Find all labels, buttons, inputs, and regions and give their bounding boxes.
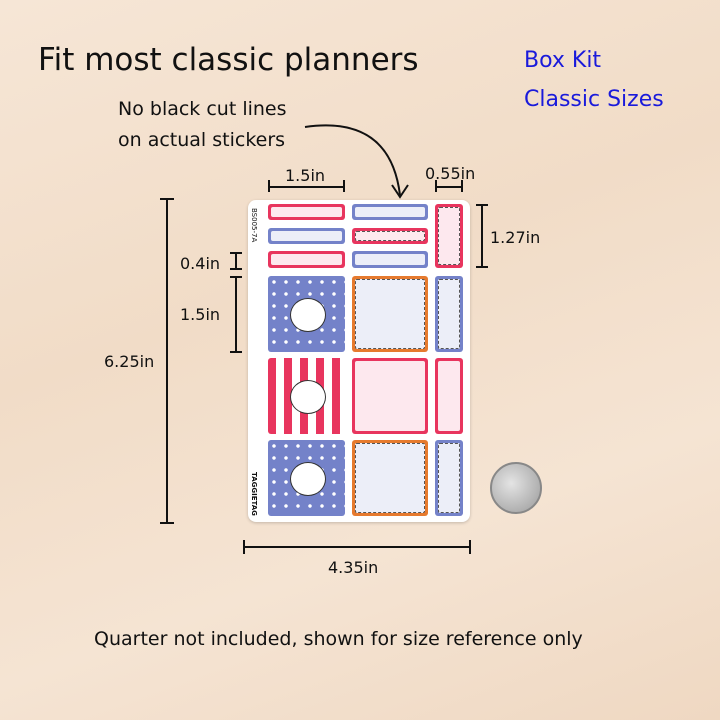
sheet-code: BS005-7A xyxy=(250,208,258,243)
dim-gap: 0.4in xyxy=(180,254,221,273)
brand-label: TAGGIETAG xyxy=(250,472,258,516)
page-title: Fit most classic planners xyxy=(38,42,419,78)
note-line-2: on actual stickers xyxy=(118,129,286,151)
dim-top-width: 1.5in xyxy=(285,166,326,185)
quarter-coin xyxy=(490,462,542,514)
kit-label: Box Kit xyxy=(524,48,602,73)
footer-note: Quarter not included, shown for size ref… xyxy=(94,628,583,650)
cat-grill-sticker xyxy=(268,276,345,352)
note-line-1: No black cut lines xyxy=(118,98,287,120)
size-label: Classic Sizes xyxy=(524,87,664,112)
dim-box-height: 1.5in xyxy=(180,305,221,324)
dim-sheet-height: 6.25in xyxy=(104,352,155,371)
dim-sheet-width: 4.35in xyxy=(328,558,379,577)
dim-side-height: 1.27in xyxy=(490,228,541,247)
dim-narrow-width: 0.55in xyxy=(425,164,476,183)
cat-chef-sticker xyxy=(268,358,345,434)
cat-uncle-sam-sticker xyxy=(268,440,345,516)
arrow-icon xyxy=(304,124,409,199)
sticker-sheet: BS005-7A TAGGIETAG xyxy=(248,200,470,522)
